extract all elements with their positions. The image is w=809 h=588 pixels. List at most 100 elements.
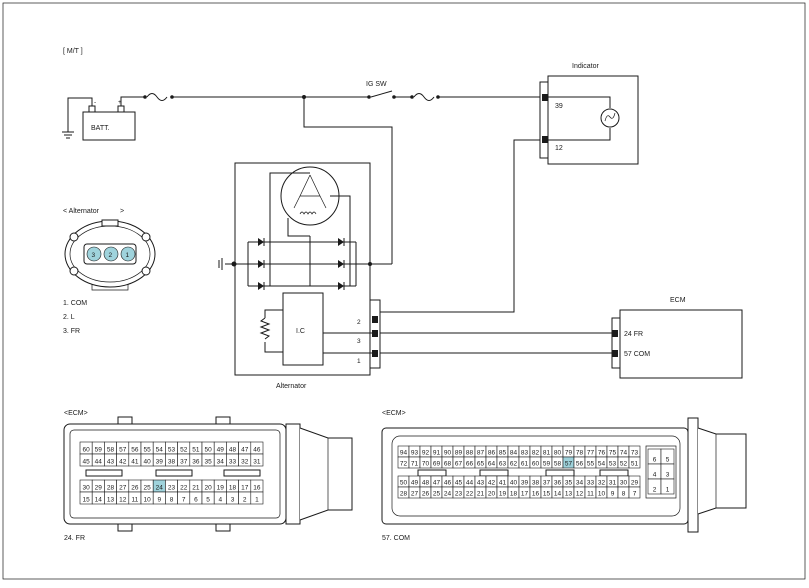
ecm-left-pin-55: 55 xyxy=(143,447,151,454)
ecm-right-pin-61: 61 xyxy=(521,461,529,468)
ecm-right-pin-41: 41 xyxy=(499,480,507,487)
ecm-left-pin-54: 54 xyxy=(156,447,164,454)
ecm-right-pin-32: 32 xyxy=(598,480,606,487)
ecm-right-pin-14: 14 xyxy=(554,491,562,498)
ecm-right-pin-89: 89 xyxy=(455,450,463,457)
ecm-right-pin-20: 20 xyxy=(488,491,496,498)
ecm-right-pin-55: 55 xyxy=(587,461,595,468)
ecm-right-pin-13: 13 xyxy=(565,491,573,498)
ecm-right-pin-70: 70 xyxy=(422,461,430,468)
ecm-left-pin-42: 42 xyxy=(119,459,127,466)
ig-switch xyxy=(370,90,393,98)
ecm-right-pin-66: 66 xyxy=(466,461,474,468)
ecm-left-pin-10: 10 xyxy=(143,497,151,504)
ecm-left-pin-20: 20 xyxy=(204,485,212,492)
ecm-right-side-pin-1: 1 xyxy=(666,487,670,494)
ecm-right-side-pin-2: 2 xyxy=(653,487,657,494)
ecm-right-pin-33: 33 xyxy=(587,480,595,487)
ecm-right-pin-67: 67 xyxy=(455,461,463,468)
ecm-right-pin-37: 37 xyxy=(543,480,551,487)
ecm-right-pin-49: 49 xyxy=(411,480,419,487)
ecm-right-side-pin-cell xyxy=(660,478,675,495)
ecm-right-pin-64: 64 xyxy=(488,461,496,468)
ecm-right-pin-36: 36 xyxy=(554,480,562,487)
ecm-right-pin-cell xyxy=(628,456,641,469)
ecm-left-pin-48: 48 xyxy=(229,447,237,454)
ecm-left-pin-9: 9 xyxy=(157,497,161,504)
stator-coil xyxy=(269,166,351,237)
ecm-left-pin-57: 57 xyxy=(119,447,127,454)
battery-wire xyxy=(120,96,145,106)
ecm-right-pin-22: 22 xyxy=(466,491,474,498)
ecm-right-pin-34: 34 xyxy=(576,480,584,487)
alt-pin-2: 2 xyxy=(357,319,361,326)
ecm-right-pin-28: 28 xyxy=(400,491,408,498)
ecm-left-pin-35: 35 xyxy=(204,459,212,466)
ecm-left-pin-53: 53 xyxy=(168,447,176,454)
ecm-right-pin-45: 45 xyxy=(455,480,463,487)
ecm-left-pin-44: 44 xyxy=(95,459,103,466)
ecm-right-pin-53: 53 xyxy=(609,461,617,468)
ecm-right-pin-23: 23 xyxy=(455,491,463,498)
ecm-left-pin-21: 21 xyxy=(192,485,200,492)
alt-legend-3: 3. FR xyxy=(63,328,80,335)
ecm-right-pin-15: 15 xyxy=(543,491,551,498)
indicator-pin-39: 39 xyxy=(555,103,563,110)
ecm-right-side-pin-6: 6 xyxy=(653,457,657,464)
ecm-right-pin-24: 24 xyxy=(444,491,452,498)
battery-pos-mark: + xyxy=(118,99,122,106)
ecm-right-pin-71: 71 xyxy=(411,461,419,468)
ecm-right-pin-10: 10 xyxy=(598,491,606,498)
ecm-left-pin-23: 23 xyxy=(168,485,176,492)
ecm-right-pin-52: 52 xyxy=(620,461,628,468)
alternator-title: Alternator xyxy=(276,383,307,390)
ecm-left-pin-7: 7 xyxy=(182,497,186,504)
battery-neg-mark: - xyxy=(94,99,96,106)
ecm-right-pin-73: 73 xyxy=(631,450,639,457)
battery-label: BATT. xyxy=(91,125,110,132)
ecm-right-pin-87: 87 xyxy=(477,450,485,457)
ecm-left-caption: 24. FR xyxy=(64,535,85,542)
ecm-right-caption: 57. COM xyxy=(382,535,410,542)
ecm-left-pin-27: 27 xyxy=(119,485,127,492)
ecm-right-side-pin-4: 4 xyxy=(653,472,657,479)
ecm-left-pin-40: 40 xyxy=(143,459,151,466)
ecm-right-pin-92: 92 xyxy=(422,450,430,457)
ecm-right-pin-81: 81 xyxy=(543,450,551,457)
ecm-right-pin-19: 19 xyxy=(499,491,507,498)
ecm-right-pin-50: 50 xyxy=(400,480,408,487)
ecm-left-pin-33: 33 xyxy=(229,459,237,466)
ecm-left-pin-2: 2 xyxy=(243,497,247,504)
ecm-left-pin-29: 29 xyxy=(95,485,103,492)
ecm-box xyxy=(619,309,743,379)
ecm-right-pin-30: 30 xyxy=(620,480,628,487)
ecm-right-pin-21: 21 xyxy=(477,491,485,498)
alt-legend-1: 1. COM xyxy=(63,300,87,307)
ecm-right-pin-90: 90 xyxy=(444,450,452,457)
ecm-left-pin-36: 36 xyxy=(192,459,200,466)
ecm-right-pin-58: 58 xyxy=(554,461,562,468)
ecm-left-pin-30: 30 xyxy=(82,485,90,492)
ecm-left-pin-37: 37 xyxy=(180,459,188,466)
ecm-right-pin-83: 83 xyxy=(521,450,529,457)
ecm-left-pin-11: 11 xyxy=(132,497,139,504)
ecm-left-pin-46: 46 xyxy=(253,447,261,454)
ecm-right-pin-72: 72 xyxy=(400,461,408,468)
ecm-right-title: <ECM> xyxy=(382,410,406,417)
ecm-right-pin-78: 78 xyxy=(576,450,584,457)
ecm-right-pin-63: 63 xyxy=(499,461,507,468)
ecm-left-pin-25: 25 xyxy=(143,485,151,492)
rectifier-bridge xyxy=(218,196,392,290)
ecm-right-pin-88: 88 xyxy=(466,450,474,457)
ecm-right-pin-16: 16 xyxy=(532,491,540,498)
ground-symbol xyxy=(62,97,93,139)
ecm-right-pin-25: 25 xyxy=(433,491,441,498)
ecm-left-pin-22: 22 xyxy=(180,485,188,492)
fuse-ig xyxy=(413,93,435,101)
ecm-left-pin-56: 56 xyxy=(131,447,139,454)
ic-box xyxy=(282,292,324,366)
ecm-left-pin-43: 43 xyxy=(107,459,115,466)
ecm-left-pin-50: 50 xyxy=(204,447,212,454)
